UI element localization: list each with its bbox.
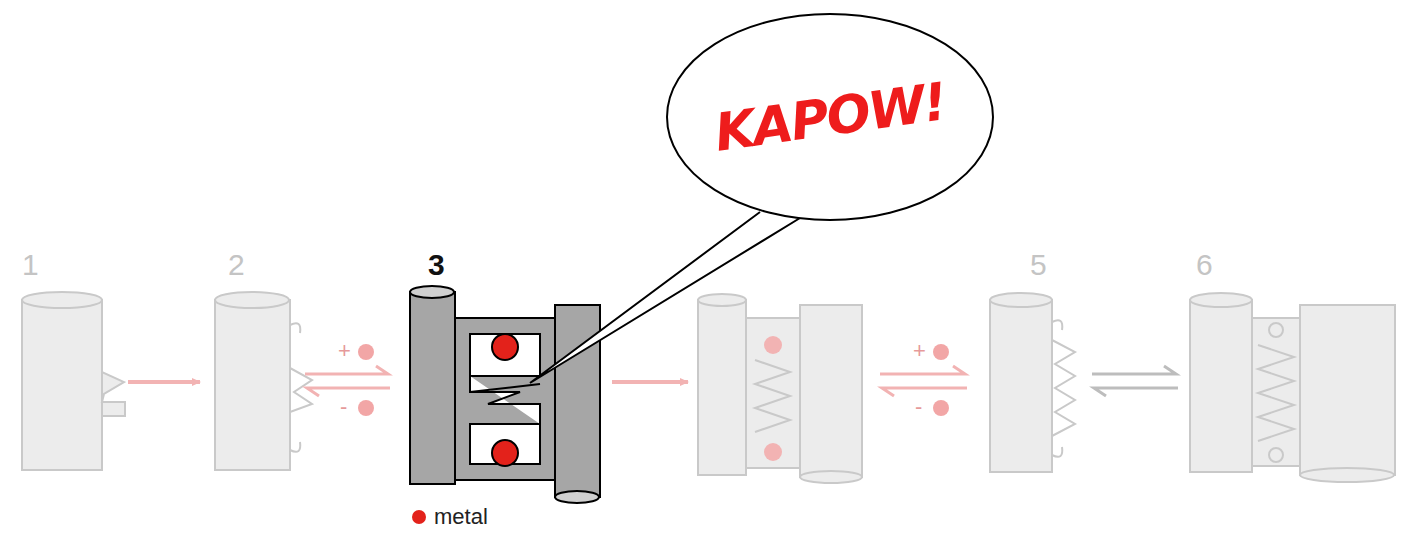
metal-dot: [358, 400, 374, 416]
metal-dot: [492, 440, 518, 466]
add-sign: +: [338, 340, 351, 362]
equilibrium-arrows: [1092, 366, 1178, 396]
stage-number: 6: [1196, 250, 1213, 280]
stage-number: 1: [22, 250, 39, 280]
stage-number: 3: [428, 250, 445, 280]
stage-number: 2: [228, 250, 245, 280]
stage-2: [215, 292, 312, 470]
remove-sign: -: [340, 396, 347, 418]
metal-dot: [764, 336, 782, 354]
legend-text: metal: [434, 506, 488, 528]
stage-number: 5: [1030, 250, 1047, 280]
stage-1: [22, 292, 125, 470]
stage-3: [410, 286, 600, 503]
metal-dot: [764, 443, 782, 461]
add-sign: +: [913, 340, 926, 362]
metal-dot: [933, 400, 949, 416]
metal-dot: [492, 334, 518, 360]
equilibrium-arrows: [305, 366, 390, 396]
stage-5: [990, 293, 1075, 472]
bubble-tail: [530, 212, 800, 383]
metal-dot: [933, 344, 949, 360]
stage-4: [698, 294, 862, 483]
metal-dot: [358, 344, 374, 360]
legend-row: metal: [412, 506, 488, 528]
equilibrium-arrows: [880, 366, 967, 396]
stage-6: [1190, 293, 1395, 482]
legend-swatch: [412, 510, 426, 524]
reaction-arrow: [128, 380, 200, 384]
remove-sign: -: [915, 396, 922, 418]
speech-bubble: KAPOW!: [665, 12, 995, 222]
reaction-arrow: [612, 380, 688, 384]
